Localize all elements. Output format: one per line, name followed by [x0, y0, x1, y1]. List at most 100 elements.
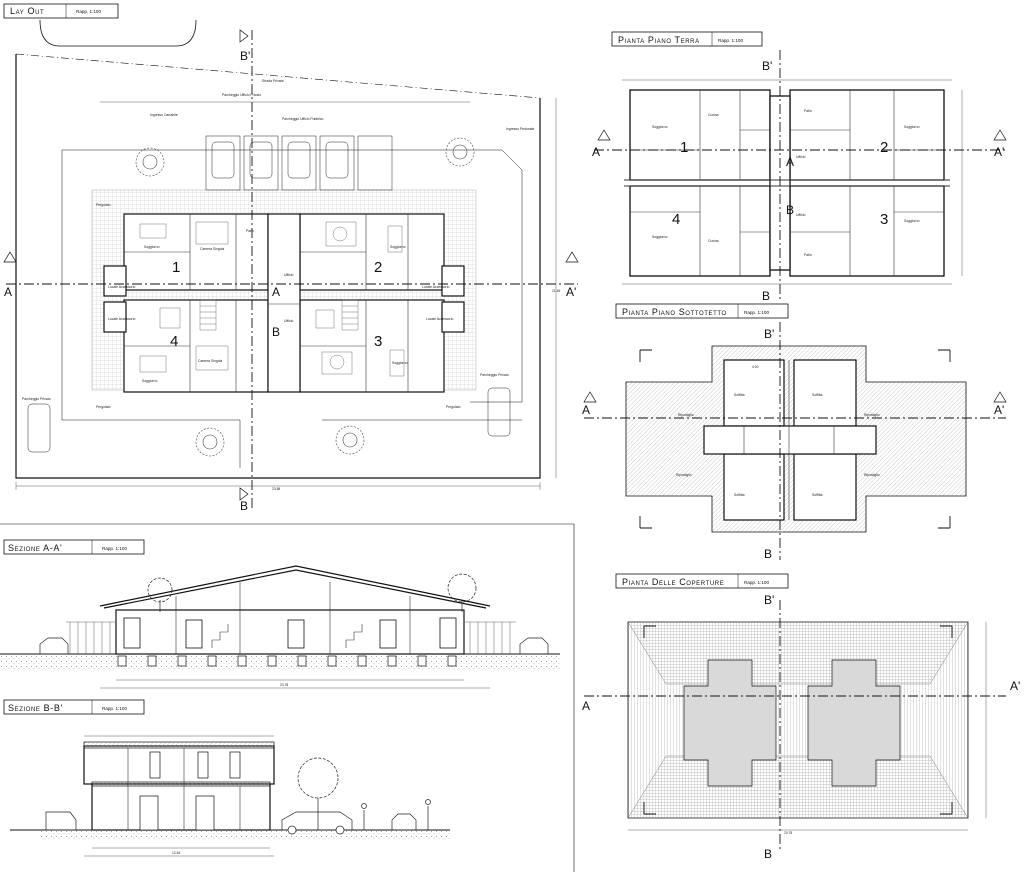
layout-unit-numbers: 1 2 3 4 A B — [170, 259, 382, 350]
site-boundary — [15, 19, 541, 479]
layout-title: Lay Out — [10, 6, 44, 16]
layout-label-pergolato-sw: Pergolato — [96, 405, 111, 409]
layout-mark-b: B — [240, 499, 248, 513]
layout-label-parcheggio-ufficio: Parcheggio Ufficio Privato — [222, 93, 261, 97]
attic-mark-a-prime: A' — [994, 403, 1004, 417]
layout-building — [103, 213, 465, 393]
section-aa-scale: Rapp. 1:100 — [102, 546, 127, 551]
ground-floor-plan: Pianta Piano Terra Rapp. 1:100 — [592, 31, 1007, 303]
layout-label-ingresso-pedonale: Ingresso Pedonale — [506, 127, 534, 131]
layout-label-strada: Strada Privata — [262, 79, 284, 83]
layout-dim-total-width: 23.58 — [272, 487, 280, 491]
roof-title: Pianta Delle Coperture — [622, 577, 724, 587]
layout-label-pergolato-se: Pergolato — [446, 405, 461, 409]
layout-interior-walls — [124, 214, 409, 392]
layout-mark-a-prime: A' — [566, 285, 576, 299]
attic-label-ripostiglio-1: Ripostiglio — [678, 413, 694, 417]
roof-mark-b: B — [764, 847, 772, 861]
ground-label-patio-a: Patio — [804, 109, 812, 113]
attic-label-soffitta-1: Soffitta — [734, 393, 745, 397]
section-aa-dim-width: 23.78 — [280, 683, 288, 687]
layout-label-accessorio-4: Locale Accessorio — [108, 317, 135, 321]
layout-mark-b-prime: B' — [240, 49, 250, 63]
section-bb: Sezione B-B' Rapp. 1:100 — [3, 699, 450, 857]
ground-mark-a-center: A — [786, 155, 794, 169]
attic-label-ripostiglio-2: Ripostiglio — [864, 413, 880, 417]
layout-section-markers: A A' B' B — [3, 29, 579, 513]
layout-unit-1: 1 — [172, 259, 180, 276]
layout-mark-a-center: A — [272, 285, 280, 299]
ground-mark-b-prime: B' — [762, 59, 772, 73]
layout-label-parcheggio-privato-right: Parcheggio Privato — [480, 373, 509, 377]
layout-label-soggiorno-1: Soggiorno — [144, 245, 160, 249]
layout-label-soggiorno-3: Soggiorno — [392, 361, 408, 365]
section-aa: Sezione A-A' Rapp. 1:100 — [0, 539, 560, 689]
layout-furniture — [139, 221, 405, 377]
layout-label-ingresso-carrabile: Ingresso Carrabile — [150, 113, 178, 117]
section-bb-scale: Rapp. 1:100 — [102, 706, 127, 711]
ground-label-ufficio-a: Ufficio — [796, 155, 805, 159]
ground-scale: Rapp. 1:100 — [718, 38, 743, 43]
layout-room-labels: Soggiorno Camera Singola Patio Ufficio U… — [22, 79, 534, 409]
ground-label-cucina-4: Cucina — [708, 239, 719, 243]
layout-label-letto-4: Camera Singola — [198, 359, 222, 363]
ground-mark-b-center: B — [786, 203, 794, 217]
ground-mark-b: B — [762, 289, 770, 303]
layout-dim-depth: 21.45 — [552, 289, 560, 293]
layout-section-lines — [6, 30, 578, 510]
layout-unit-2: 2 — [374, 259, 382, 276]
ground-title: Pianta Piano Terra — [618, 35, 700, 45]
tree-symbols — [135, 137, 475, 457]
ground-unit-4: 4 — [672, 211, 680, 228]
roof-plan: Pianta Delle Coperture Rapp. 1:100 A A' … — [582, 573, 1020, 861]
ground-label-soggiorno-4: Soggiorno — [652, 235, 668, 239]
layout-dimension-chain — [15, 98, 557, 490]
attic-title: Pianta Piano Sottotetto — [622, 307, 727, 317]
ground-label-soggiorno-1: Soggiorno — [652, 125, 668, 129]
attic-label-soffitta-4: Soffitta — [734, 493, 745, 497]
layout-label-soggiorno-4: Soggiorno — [142, 379, 158, 383]
panel-frames — [0, 523, 575, 872]
ground-mark-a: A — [592, 145, 600, 159]
attic-label-soffitta-2: Soffitta — [812, 393, 823, 397]
layout-title-box: Lay Out Rapp. 1:100 — [3, 3, 119, 19]
parking-bays — [27, 135, 511, 453]
roof-mark-b-prime: B' — [764, 593, 774, 607]
layout-unit-3: 3 — [374, 333, 382, 350]
section-bb-dim-width: 12.54 — [172, 851, 180, 855]
ground-label-soggiorno-2: Soggiorno — [904, 125, 920, 129]
ground-mark-a-prime: A' — [994, 145, 1004, 159]
attic-label-ripostiglio-3: Ripostiglio — [864, 473, 880, 477]
attic-plan: Pianta Piano Sottotetto Rapp. 1:100 Soff… — [582, 303, 1007, 561]
attic-label-soffitta-3: Soffitta — [812, 493, 823, 497]
layout-label-pergolato-nw: Pergolato — [96, 203, 111, 207]
layout-label-ufficio-a: Ufficio — [284, 273, 293, 277]
roof-scale: Rapp. 1:100 — [744, 580, 769, 585]
layout-label-parcheggio-pubblico: Parcheggio Ufficio Pubblico — [282, 117, 324, 121]
roof-mark-a-prime: A' — [1010, 679, 1020, 693]
ground-unit-3: 3 — [880, 211, 888, 228]
ground-unit-2: 2 — [880, 139, 888, 156]
attic-scale: Rapp. 1:100 — [744, 310, 769, 315]
attic-mark-b-prime: B' — [764, 327, 774, 341]
layout-mark-b-center: B — [272, 325, 280, 339]
layout-mark-a: A — [4, 285, 12, 299]
ground-label-soggiorno-3: Soggiorno — [904, 219, 920, 223]
layout-plan: Lay Out Rapp. 1:100 — [3, 3, 579, 513]
ground-unit-1: 1 — [680, 139, 688, 156]
layout-label-soggiorno-2: Soggiorno — [390, 245, 406, 249]
roof-dim-width: 20.78 — [784, 831, 792, 835]
ground-label-cucina-1: Cucina — [708, 113, 719, 117]
layout-label-letto-1: Camera Singola — [200, 247, 224, 251]
layout-label-ufficio-b: Ufficio — [284, 319, 293, 323]
layout-scale: Rapp. 1:100 — [76, 9, 101, 14]
attic-dim-height: 4.00 — [752, 365, 759, 369]
ground-label-ufficio-b: Ufficio — [796, 213, 805, 217]
attic-mark-a: A — [582, 403, 590, 417]
attic-mark-b: B — [764, 547, 772, 561]
section-aa-title: Sezione A-A' — [8, 543, 62, 553]
layout-unit-4: 4 — [170, 333, 178, 350]
attic-label-ripostiglio-4: Ripostiglio — [676, 473, 692, 477]
ground-label-patio-b: Patio — [804, 253, 812, 257]
